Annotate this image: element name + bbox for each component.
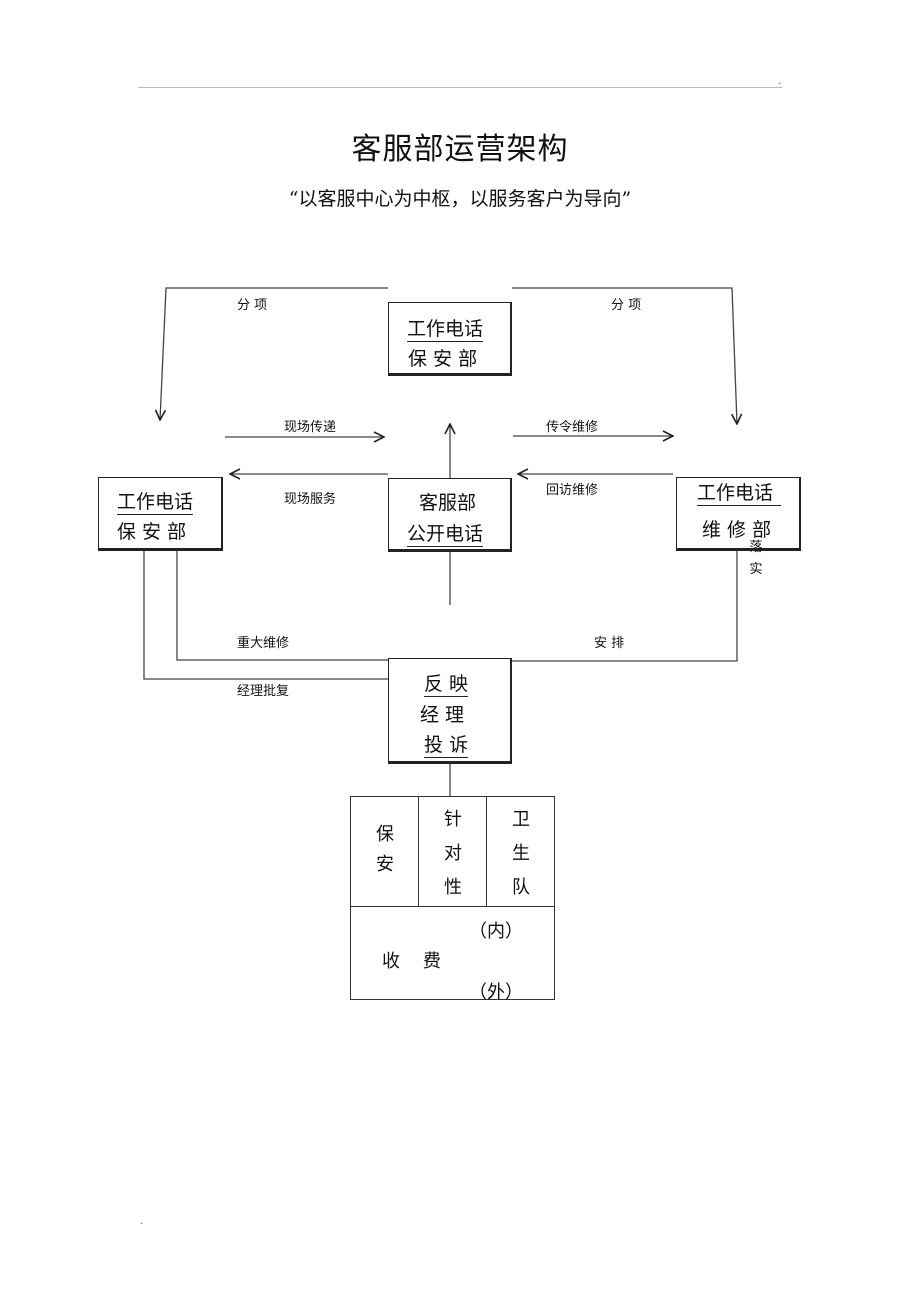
cell-security-text: 保安 — [376, 824, 394, 875]
bottom-table: 保安 针对性 卫生队 （内） 收 费 （外） — [350, 796, 555, 1003]
label-manager-approval: 经理批复 — [237, 684, 290, 699]
branch-line-right — [512, 287, 737, 424]
label-major-repair: 重大维修 — [237, 636, 290, 651]
header-rule — [138, 87, 782, 88]
fee-label: 收 费 — [382, 951, 441, 972]
box-left-security: 工作电话 保 安 部 — [98, 477, 223, 551]
box-top-security: 工作电话 保 安 部 — [388, 302, 512, 376]
label-branch-left: 分 项 — [237, 298, 268, 313]
box-manager-line3: 投 诉 — [424, 734, 469, 758]
cell-fees: （内） 收 费 （外） — [350, 906, 555, 1003]
branch-line-left — [160, 287, 388, 420]
box-center-service-line2: 公开电话 — [407, 523, 484, 547]
header-mark: . — [778, 76, 782, 87]
footer-mark: . — [140, 1216, 144, 1227]
label-order-repair: 传令维修 — [546, 420, 599, 435]
label-site-service: 现场服务 — [284, 492, 337, 507]
box-center-service: 客服部 公开电话 — [388, 478, 512, 552]
arrange-arrow — [512, 504, 737, 662]
box-right-maintenance-line2: 维 修 部 — [702, 519, 772, 541]
cell-sanitation-text: 卫生队 — [512, 809, 530, 898]
box-manager-line1: 反 映 — [424, 673, 469, 697]
box-top-security-line1: 工作电话 — [407, 318, 484, 342]
label-implement: 落实 — [749, 540, 763, 577]
box-top-security-line2: 保 安 部 — [408, 348, 478, 370]
label-arrange: 安 排 — [594, 636, 625, 651]
fee-outer-label: （外） — [469, 982, 523, 1003]
approval-arrow — [144, 502, 388, 680]
page-title: 客服部运营架构 — [351, 132, 569, 167]
box-right-maintenance-line1: 工作电话 — [697, 484, 782, 506]
box-manager-line2: 经 理 — [420, 704, 465, 726]
label-site-transfer: 现场传递 — [284, 420, 337, 435]
page-subtitle: “以客服中心为中枢，以服务客户为导向” — [288, 188, 632, 210]
box-left-security-line1: 工作电话 — [117, 491, 194, 515]
box-manager: 反 映 经 理 投 诉 — [388, 658, 512, 764]
cell-security: 保安 — [350, 796, 419, 907]
major-repair-line — [176, 506, 388, 661]
label-return-visit: 回访维修 — [546, 483, 599, 498]
cell-targeted-text: 针对性 — [444, 809, 462, 898]
cell-targeted: 针对性 — [418, 796, 487, 907]
cell-sanitation: 卫生队 — [486, 796, 555, 907]
fee-inner-label: （内） — [469, 921, 523, 942]
box-left-security-line2: 保 安 部 — [117, 521, 187, 543]
box-right-maintenance: 工作电话 维 修 部 — [676, 477, 801, 551]
box-center-service-line1: 客服部 — [419, 492, 477, 514]
label-branch-right: 分 项 — [611, 298, 642, 313]
